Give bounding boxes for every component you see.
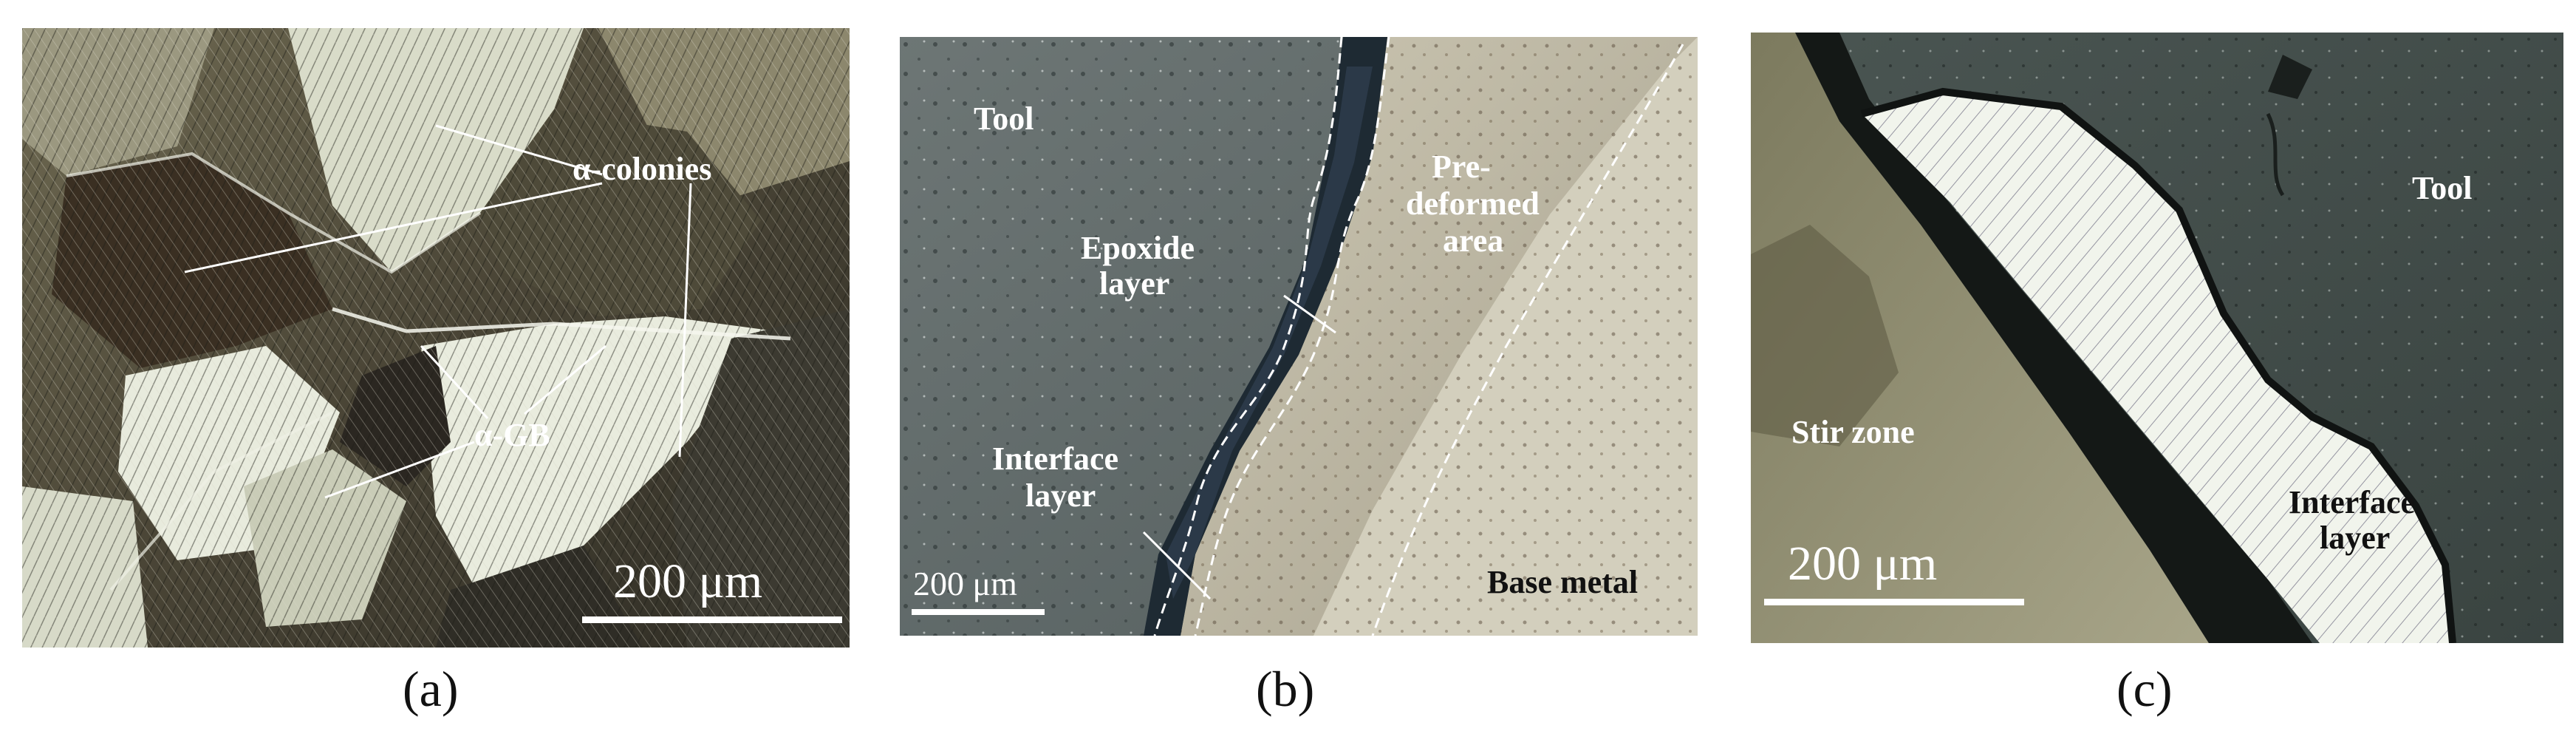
predeformed-label-line2: deformed [1406,186,1540,222]
epoxide-label-line1: Epoxide [1081,230,1195,266]
interface-label-c-line1: Interface [2289,484,2415,520]
micrograph-a-image: α-colonies α-GB 200 μm [22,28,850,648]
scale-bar-a: 200 μm [582,554,842,623]
micrograph-c-image: Tool Stir zone Interface layer 200 μm [1751,33,2563,643]
epoxide-leader [1283,294,1336,334]
base-metal-label: Base metal [1487,564,1638,600]
tool-label-c: Tool [2412,170,2473,206]
alpha-gb-leaders [324,344,607,499]
stir-zone-label: Stir zone [1791,414,1915,450]
micrograph-panel-c: Tool Stir zone Interface layer 200 μm [1751,33,2563,643]
scale-bar-b: 200 μm [912,565,1045,615]
scale-bar-b-text: 200 μm [913,565,1017,602]
interface-leader-b [1142,531,1212,600]
caption-b: (b) [1256,661,1315,717]
scale-bar-c-line [1764,599,2024,605]
caption-a: (a) [403,661,459,717]
micrograph-b-image: Tool Epoxide layer Interface layer Pre- … [900,37,1698,636]
scale-bar-b-line [912,609,1045,615]
scale-bar-a-line [582,616,842,623]
interface-label-c-line2: layer [2320,520,2390,556]
interface-label-b-line1: Interface [992,441,1118,477]
predeformed-label-line3: area [1443,222,1503,259]
micrograph-panel-a: α-colonies α-GB 200 μm [22,28,850,648]
scale-bar-c-text: 200 μm [1788,537,1937,591]
alpha-colonies-label: α-colonies [573,151,711,187]
scale-bar-a-text: 200 μm [613,554,762,608]
micrograph-panel-b: Tool Epoxide layer Interface layer Pre- … [900,37,1698,636]
scale-bar-c: 200 μm [1764,537,2024,605]
alpha-gb-label: α-GB [474,417,550,453]
predeformed-label-line1: Pre- [1432,149,1491,185]
tool-label-b: Tool [974,101,1034,137]
epoxide-label-line2: layer [1099,265,1169,302]
alpha-colonies-leaders [184,124,692,458]
interface-label-b-line2: layer [1025,478,1096,514]
caption-c: (c) [2117,661,2173,717]
